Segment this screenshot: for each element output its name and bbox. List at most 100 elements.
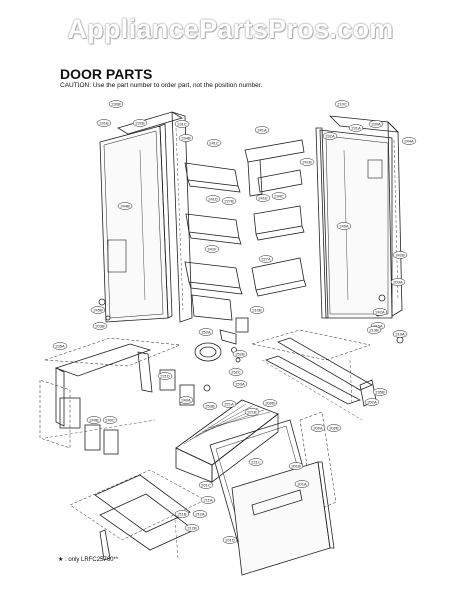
callout-200A: 200A bbox=[310, 424, 326, 432]
svg-text:200B: 200B bbox=[265, 400, 275, 405]
svg-text:235A: 235A bbox=[55, 343, 65, 348]
svg-text:203A: 203A bbox=[393, 279, 403, 284]
svg-text:201A: 201A bbox=[297, 481, 307, 486]
left-door-assembly bbox=[99, 111, 193, 323]
callout-201B: 201B bbox=[288, 462, 304, 470]
callout-242A: 242A bbox=[372, 308, 388, 316]
callout-244A: 244A bbox=[401, 137, 417, 145]
callout-201C: 201C bbox=[198, 481, 214, 489]
svg-text:227B: 227B bbox=[224, 198, 234, 203]
svg-text:242A: 242A bbox=[375, 309, 385, 314]
freezer-door-panel bbox=[231, 461, 335, 576]
callout-221A: 221A bbox=[221, 400, 237, 408]
svg-text:253B: 253B bbox=[205, 403, 215, 408]
footnote-note: ★ : only LRFC25760** bbox=[58, 557, 119, 563]
svg-text:241E: 241E bbox=[258, 195, 268, 200]
callout-231C: 231C bbox=[174, 120, 190, 128]
callout-202B: 202B bbox=[326, 424, 342, 432]
svg-text:230B: 230B bbox=[111, 101, 121, 106]
svg-text:210A: 210A bbox=[395, 331, 405, 336]
callout-210A: 210A bbox=[392, 330, 408, 338]
callout-240A: 240A bbox=[178, 396, 194, 404]
svg-text:253A: 253A bbox=[235, 381, 245, 386]
svg-text:212A: 212A bbox=[195, 511, 205, 516]
svg-text:221B: 221B bbox=[247, 409, 257, 414]
svg-text:244A: 244A bbox=[404, 138, 414, 143]
callout-202A: 202A bbox=[364, 398, 380, 406]
callout-213B: 213B bbox=[366, 326, 382, 334]
callout-241B: 241B bbox=[299, 158, 315, 166]
svg-text:201C: 201C bbox=[201, 482, 211, 487]
callout-245B: 245B bbox=[90, 306, 106, 314]
drawer-rail-assembly bbox=[251, 329, 377, 421]
callout-252B: 252B bbox=[232, 350, 248, 358]
svg-text:213B: 213B bbox=[369, 327, 379, 332]
svg-text:252A: 252A bbox=[201, 329, 211, 334]
svg-text:240C: 240C bbox=[105, 417, 115, 422]
svg-text:241C: 241C bbox=[209, 140, 219, 145]
callout-240C: 240C bbox=[102, 416, 118, 424]
svg-text:200A: 200A bbox=[313, 425, 323, 430]
callout-241A: 241A bbox=[254, 126, 270, 134]
callout-245A: 245A bbox=[336, 222, 352, 230]
callout-252A: 252A bbox=[198, 328, 214, 336]
callout-227A: 227A bbox=[258, 255, 274, 263]
svg-text:240B: 240B bbox=[89, 417, 99, 422]
callout-234C: 234C bbox=[271, 192, 287, 200]
callout-203B: 203B bbox=[92, 322, 108, 330]
dispenser-frame bbox=[39, 337, 211, 455]
svg-text:252B: 252B bbox=[235, 351, 245, 356]
svg-text:240A: 240A bbox=[181, 397, 191, 402]
page-title: DOOR PARTS bbox=[60, 66, 153, 82]
callout-252C: 252C bbox=[228, 368, 244, 376]
callout-253A: 253A bbox=[232, 380, 248, 388]
svg-text:234C: 234C bbox=[274, 193, 284, 198]
callout-231B: 231B bbox=[96, 119, 112, 127]
callout-241F: 241F bbox=[204, 245, 220, 253]
callout-231A: 231A bbox=[348, 124, 364, 132]
callout-241E: 241E bbox=[255, 194, 271, 202]
door-bins bbox=[184, 139, 307, 297]
ice-basket bbox=[175, 399, 279, 483]
svg-text:242B: 242B bbox=[395, 252, 405, 257]
callout-227B: 227B bbox=[221, 197, 237, 205]
callout-201A: 201A bbox=[294, 480, 310, 488]
callout-221D: 221D bbox=[157, 372, 173, 380]
callout-234B: 234B bbox=[178, 134, 194, 142]
callout-230B: 230B bbox=[108, 100, 124, 108]
svg-text:241B: 241B bbox=[302, 159, 312, 164]
svg-text:201B: 201B bbox=[291, 463, 301, 468]
svg-text:244B: 244B bbox=[120, 203, 130, 208]
callout-221B: 221B bbox=[244, 408, 260, 416]
svg-text:232B: 232B bbox=[135, 120, 145, 125]
callout-230A: 230A bbox=[368, 120, 384, 128]
callout-200B: 200B bbox=[262, 399, 278, 407]
svg-text:230A: 230A bbox=[371, 121, 381, 126]
svg-text:231A: 231A bbox=[351, 125, 361, 130]
svg-text:210C: 210C bbox=[337, 101, 347, 106]
svg-text:252C: 252C bbox=[231, 369, 241, 374]
callout-232A: 232A bbox=[322, 132, 338, 140]
callout-253B: 253B bbox=[202, 402, 218, 410]
svg-text:221D: 221D bbox=[160, 373, 170, 378]
svg-text:221A: 221A bbox=[224, 401, 234, 406]
callout-235A: 235A bbox=[52, 342, 68, 350]
svg-text:245B: 245B bbox=[93, 307, 103, 312]
svg-text:234B: 234B bbox=[181, 135, 191, 140]
callout-211A: 211A bbox=[200, 496, 216, 504]
callout-210C: 210C bbox=[334, 100, 350, 108]
callout-203A: 203A bbox=[390, 278, 406, 286]
callout-232B: 232B bbox=[132, 119, 148, 127]
svg-text:201D: 201D bbox=[225, 537, 235, 542]
svg-text:235B: 235B bbox=[375, 389, 385, 394]
svg-text:245A: 245A bbox=[339, 223, 349, 228]
callout-235B: 235B bbox=[372, 388, 388, 396]
right-door-assembly bbox=[315, 115, 403, 319]
callout-244B: 244B bbox=[117, 202, 133, 210]
callout-241C: 241C bbox=[206, 139, 222, 147]
svg-text:241F: 241F bbox=[207, 246, 217, 251]
svg-text:211B: 211B bbox=[177, 511, 186, 516]
svg-text:241D: 241D bbox=[208, 196, 218, 201]
svg-text:231B: 231B bbox=[99, 120, 109, 125]
